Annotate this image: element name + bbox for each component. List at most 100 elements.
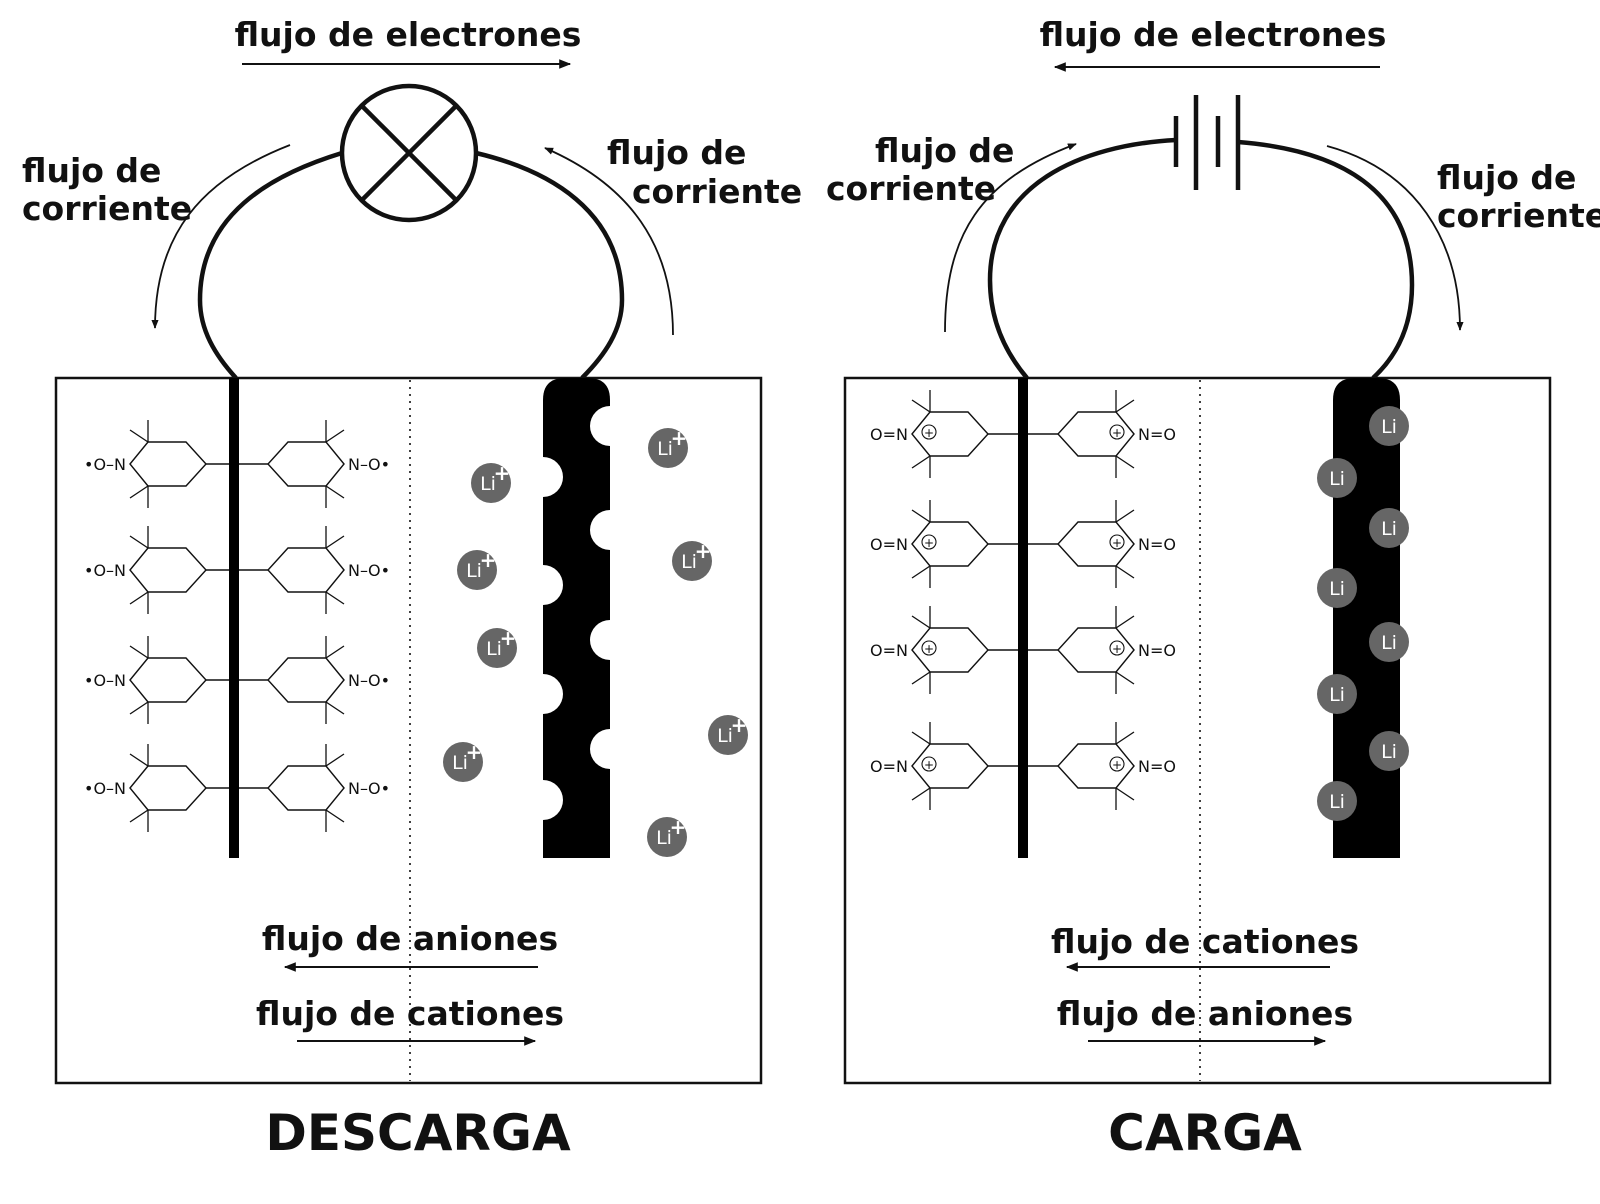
oxoammonium-label: O=N — [870, 641, 908, 660]
charge-cation-flow-label: flujo de cationes — [1051, 922, 1359, 961]
nitroxide-label: N–O• — [348, 561, 390, 580]
charge-sign: + — [1112, 758, 1122, 772]
svg-text:+: + — [480, 548, 497, 572]
discharge-wire-left — [197, 150, 343, 380]
svg-text:Li: Li — [1329, 684, 1345, 706]
charge-sign: + — [1112, 536, 1122, 550]
charge-current-label-left-1: flujo de — [875, 131, 1014, 170]
charge-wire-right — [1237, 139, 1415, 380]
li-atom: Li — [1317, 458, 1357, 498]
li-ion: Li+ — [708, 713, 748, 755]
li-ion: Li+ — [471, 461, 511, 503]
svg-text:Li: Li — [452, 752, 468, 774]
charge-cathode-collector — [1018, 378, 1028, 858]
svg-text:Li: Li — [1329, 578, 1345, 600]
li-ion: Li+ — [647, 815, 687, 857]
discharge-cathode-collector — [229, 378, 239, 858]
positive-charge-icon — [1109, 640, 1125, 656]
svg-text:Li: Li — [681, 551, 697, 573]
charge-current-arrow-left — [944, 143, 1077, 333]
charge-anion-flow-label: flujo de aniones — [1057, 994, 1353, 1033]
discharge-li-ions: Li+Li+Li+Li+Li+Li+Li+Li+ — [443, 426, 748, 857]
svg-text:Li: Li — [1329, 791, 1345, 813]
discharge-current-arrow-right — [544, 147, 674, 336]
svg-text:Li: Li — [466, 560, 482, 582]
svg-text:Li: Li — [1329, 468, 1345, 490]
nitroxide-label: N–O• — [348, 455, 390, 474]
oxoammonium-label: N=O — [1138, 641, 1176, 660]
discharge-current-label-left-1: flujo de — [22, 151, 161, 190]
charge-oxoammonium-polymer: O=N + N=O + O=N + N=O + O=N + N=O + O=N + N=O + — [870, 390, 1176, 810]
nitroxide-unit-left — [129, 636, 207, 724]
nitroxide-unit-left — [129, 526, 207, 614]
nitroxide-label: •O–N — [84, 671, 126, 690]
charge-panel: flujo de electrones flujo de corriente f… — [826, 15, 1600, 1162]
svg-text:Li: Li — [657, 438, 673, 460]
lamp-icon — [339, 83, 479, 223]
nitroxide-unit-right — [267, 526, 345, 614]
oxoammonium-label: N=O — [1138, 757, 1176, 776]
nitroxide-unit-left — [129, 420, 207, 508]
charge-cell — [843, 376, 1552, 1085]
positive-charge-icon — [921, 424, 937, 440]
positive-charge-icon — [1109, 424, 1125, 440]
svg-text:+: + — [731, 713, 748, 737]
li-atom: Li — [1317, 568, 1357, 608]
oxoammonium-label: N=O — [1138, 535, 1176, 554]
svg-text:Li: Li — [1381, 518, 1397, 540]
nitroxide-unit-right — [267, 420, 345, 508]
positive-charge-icon — [1109, 534, 1125, 550]
li-atom: Li — [1369, 508, 1409, 548]
svg-text:+: + — [670, 815, 687, 839]
charge-sign: + — [1112, 642, 1122, 656]
oxoammonium-label: O=N — [870, 535, 908, 554]
li-atom: Li — [1317, 674, 1357, 714]
oxoammonium-unit-left — [911, 500, 989, 588]
svg-text:+: + — [671, 426, 688, 450]
discharge-anode-notches — [523, 406, 630, 820]
nitroxide-unit-right — [267, 744, 345, 832]
charge-current-label-right-2: corriente — [1437, 196, 1600, 235]
svg-text:Li: Li — [1381, 741, 1397, 763]
charge-sign: + — [1112, 426, 1122, 440]
discharge-anion-flow-label: flujo de aniones — [262, 919, 558, 958]
svg-text:+: + — [500, 626, 517, 650]
charge-title: CARGA — [1108, 1104, 1302, 1162]
charge-sign: + — [924, 758, 934, 772]
oxoammonium-label: N=O — [1138, 425, 1176, 444]
positive-charge-icon — [921, 534, 937, 550]
battery-icon — [1173, 95, 1241, 190]
li-atom: Li — [1369, 622, 1409, 662]
nitroxide-unit-left — [129, 744, 207, 832]
discharge-cell — [54, 376, 763, 1085]
charge-wire-left — [987, 137, 1177, 380]
svg-text:+: + — [466, 740, 483, 764]
svg-text:Li: Li — [486, 638, 502, 660]
li-ion: Li+ — [457, 548, 497, 590]
li-atom: Li — [1369, 406, 1409, 446]
oxoammonium-label: O=N — [870, 757, 908, 776]
svg-text:Li: Li — [717, 725, 733, 747]
svg-text:Li: Li — [480, 473, 496, 495]
discharge-electron-flow-label: flujo de electrones — [235, 15, 582, 54]
li-ion: Li+ — [443, 740, 483, 782]
nitroxide-label: N–O• — [348, 779, 390, 798]
li-ion: Li+ — [477, 626, 517, 668]
charge-current-label-right-1: flujo de — [1437, 158, 1576, 197]
discharge-panel: flujo de electrones flujo de corriente f… — [22, 15, 802, 1162]
svg-text:+: + — [494, 461, 511, 485]
nitroxide-label: •O–N — [84, 779, 126, 798]
svg-text:Li: Li — [1381, 416, 1397, 438]
nitroxide-label: •O–N — [84, 455, 126, 474]
charge-sign: + — [924, 642, 934, 656]
charge-current-label-left-2: corriente — [826, 169, 996, 208]
charge-sign: + — [924, 426, 934, 440]
charge-sign: + — [924, 536, 934, 550]
discharge-anode — [543, 378, 610, 858]
discharge-cation-flow-label: flujo de cationes — [256, 994, 564, 1033]
oxoammonium-label: O=N — [870, 425, 908, 444]
nitroxide-unit-right — [267, 636, 345, 724]
